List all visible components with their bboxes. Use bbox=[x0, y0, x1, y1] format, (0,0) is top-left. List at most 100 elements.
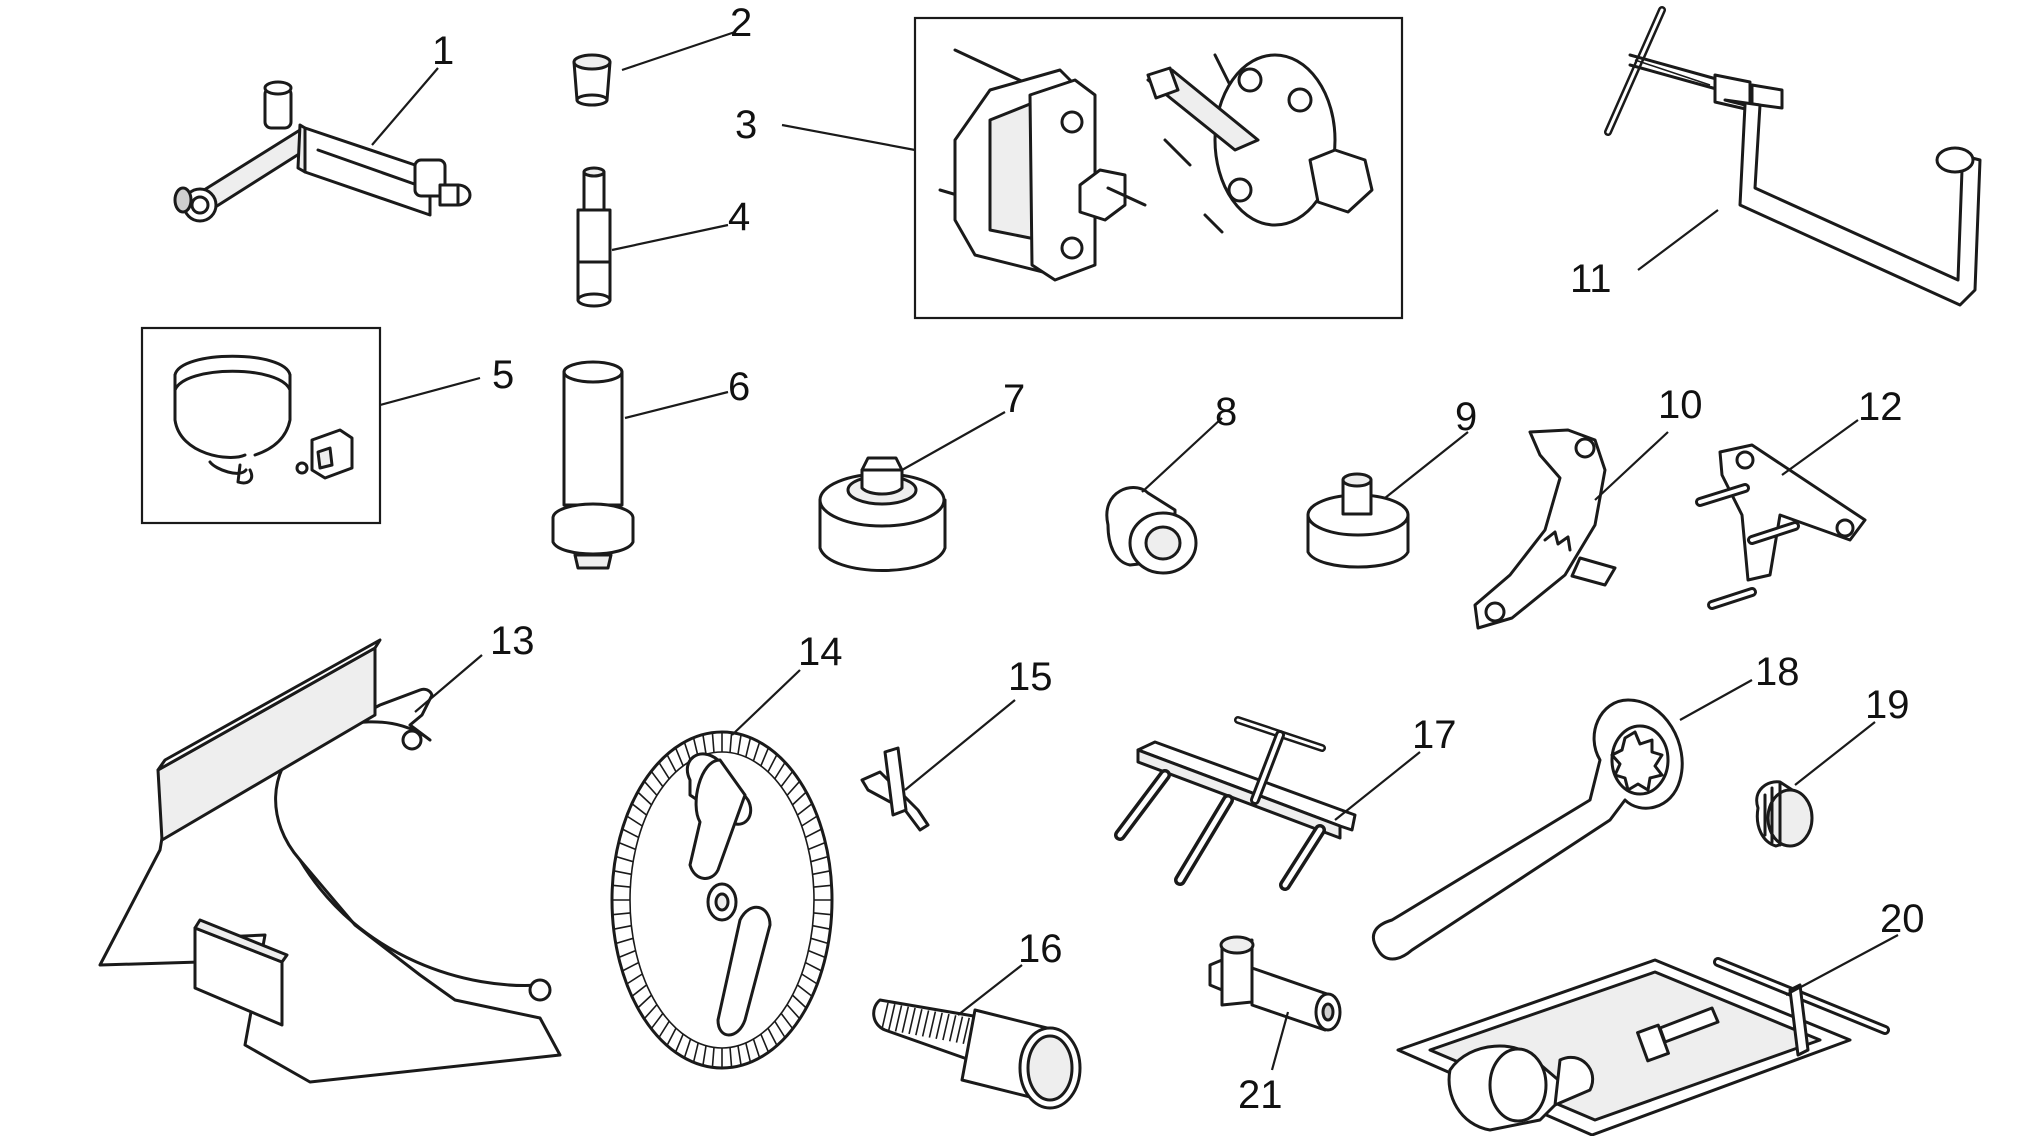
disc-tick bbox=[813, 884, 832, 888]
callout-4: 4 bbox=[728, 195, 750, 239]
disc-tick bbox=[683, 1038, 692, 1059]
knurl-line bbox=[935, 1012, 943, 1040]
callout-11: 11 bbox=[1570, 257, 1612, 301]
leader-18 bbox=[1679, 679, 1753, 721]
callout-8: 8 bbox=[1215, 390, 1237, 434]
leader-3 bbox=[781, 123, 916, 152]
disc-tick bbox=[786, 780, 801, 796]
leader-17 bbox=[1334, 751, 1421, 821]
disc-tick bbox=[637, 791, 653, 806]
disc-tick bbox=[729, 732, 733, 753]
leader-13 bbox=[414, 654, 483, 713]
disc-tick bbox=[808, 841, 826, 851]
callout-2: 2 bbox=[730, 1, 752, 45]
disc-tick bbox=[613, 924, 632, 930]
disc-tick bbox=[737, 734, 742, 755]
callout-13: 13 bbox=[490, 619, 535, 663]
leader-2 bbox=[621, 30, 736, 72]
disc-tick bbox=[745, 1042, 752, 1063]
knurl-line bbox=[955, 1016, 964, 1043]
disc-tick bbox=[692, 1042, 699, 1063]
knurl-line bbox=[915, 1008, 923, 1036]
callout-1: 1 bbox=[432, 29, 454, 73]
disc-tick bbox=[621, 961, 639, 972]
knurl-line bbox=[901, 1006, 910, 1033]
disc-tick bbox=[615, 855, 634, 863]
disc-tick bbox=[786, 1004, 801, 1020]
callout-7: 7 bbox=[1003, 377, 1025, 421]
leader-14 bbox=[731, 669, 801, 736]
disc-tick bbox=[618, 841, 636, 851]
disc-tick bbox=[745, 737, 752, 758]
disc-tick bbox=[774, 1020, 786, 1039]
callout-16: 16 bbox=[1018, 927, 1063, 971]
disc-tick bbox=[650, 1012, 664, 1030]
callout-21: 21 bbox=[1238, 1073, 1283, 1117]
part-13-cover-plate bbox=[98, 638, 562, 1084]
disc-tick bbox=[767, 754, 778, 773]
disc-tick bbox=[760, 747, 770, 767]
leader-9 bbox=[1384, 431, 1469, 499]
part-20-frame-puller bbox=[1396, 957, 1890, 1137]
knurl-line bbox=[894, 1005, 903, 1032]
disc-tick bbox=[666, 1027, 677, 1046]
leader-15 bbox=[904, 699, 1016, 791]
part-18-pin-wrench bbox=[1372, 698, 1684, 961]
disc-tick bbox=[801, 973, 818, 985]
part-5-frame bbox=[140, 326, 382, 525]
knurl-line bbox=[881, 1002, 889, 1030]
disc-tick bbox=[780, 1012, 794, 1030]
part-8-ring-bush bbox=[1105, 486, 1198, 575]
disc-tick bbox=[643, 1004, 658, 1020]
disc-tick bbox=[650, 770, 664, 788]
disc-tick bbox=[621, 828, 639, 839]
disc-tick bbox=[760, 1033, 770, 1053]
part-7-cup-tool bbox=[818, 456, 947, 572]
disc-tick bbox=[613, 870, 632, 876]
disc-tick bbox=[791, 994, 807, 1009]
disc-tick bbox=[796, 984, 813, 997]
part-9-bolt-cylinder bbox=[1306, 472, 1410, 569]
disc-tick bbox=[808, 949, 826, 959]
knurl-line bbox=[921, 1010, 930, 1037]
part-3-frame bbox=[913, 16, 1404, 320]
disc-tick bbox=[752, 1038, 761, 1059]
part-5-clamp-ring bbox=[173, 354, 354, 485]
disc-tick bbox=[813, 912, 832, 916]
callout-18: 18 bbox=[1755, 650, 1800, 694]
part-15-pointer bbox=[860, 746, 930, 832]
disc-tick bbox=[618, 949, 636, 959]
leader-8 bbox=[1141, 417, 1223, 493]
disc-tick bbox=[780, 770, 794, 788]
disc-tick bbox=[666, 754, 677, 773]
part-21-stepped-sleeve bbox=[1208, 935, 1342, 1032]
disc-tick bbox=[767, 1027, 778, 1046]
callout-19: 19 bbox=[1865, 683, 1910, 727]
disc-tick bbox=[729, 1047, 733, 1068]
knurl-line bbox=[908, 1007, 916, 1035]
callout-12: 12 bbox=[1858, 385, 1903, 429]
leader-6 bbox=[624, 390, 729, 420]
leader-16 bbox=[957, 964, 1023, 1016]
disc-tick bbox=[612, 884, 631, 888]
part-12-pin-plate bbox=[1695, 443, 1867, 610]
leader-19 bbox=[1794, 721, 1876, 786]
leader-4 bbox=[611, 223, 729, 252]
disc-tick bbox=[812, 924, 831, 930]
callout-20: 20 bbox=[1880, 897, 1925, 941]
disc-tick bbox=[674, 1033, 684, 1053]
disc-tick bbox=[612, 912, 631, 916]
disc-tick bbox=[752, 741, 761, 762]
disc-tick bbox=[737, 1045, 742, 1066]
disc-tick bbox=[626, 815, 643, 827]
disc-tick bbox=[711, 1047, 715, 1068]
disc-tick bbox=[805, 961, 823, 972]
callout-3: 3 bbox=[735, 103, 757, 147]
disc-tick bbox=[796, 803, 813, 816]
leader-7 bbox=[901, 411, 1006, 471]
leader-5 bbox=[379, 376, 481, 407]
disc-tick bbox=[674, 747, 684, 767]
disc-tick bbox=[810, 855, 829, 863]
